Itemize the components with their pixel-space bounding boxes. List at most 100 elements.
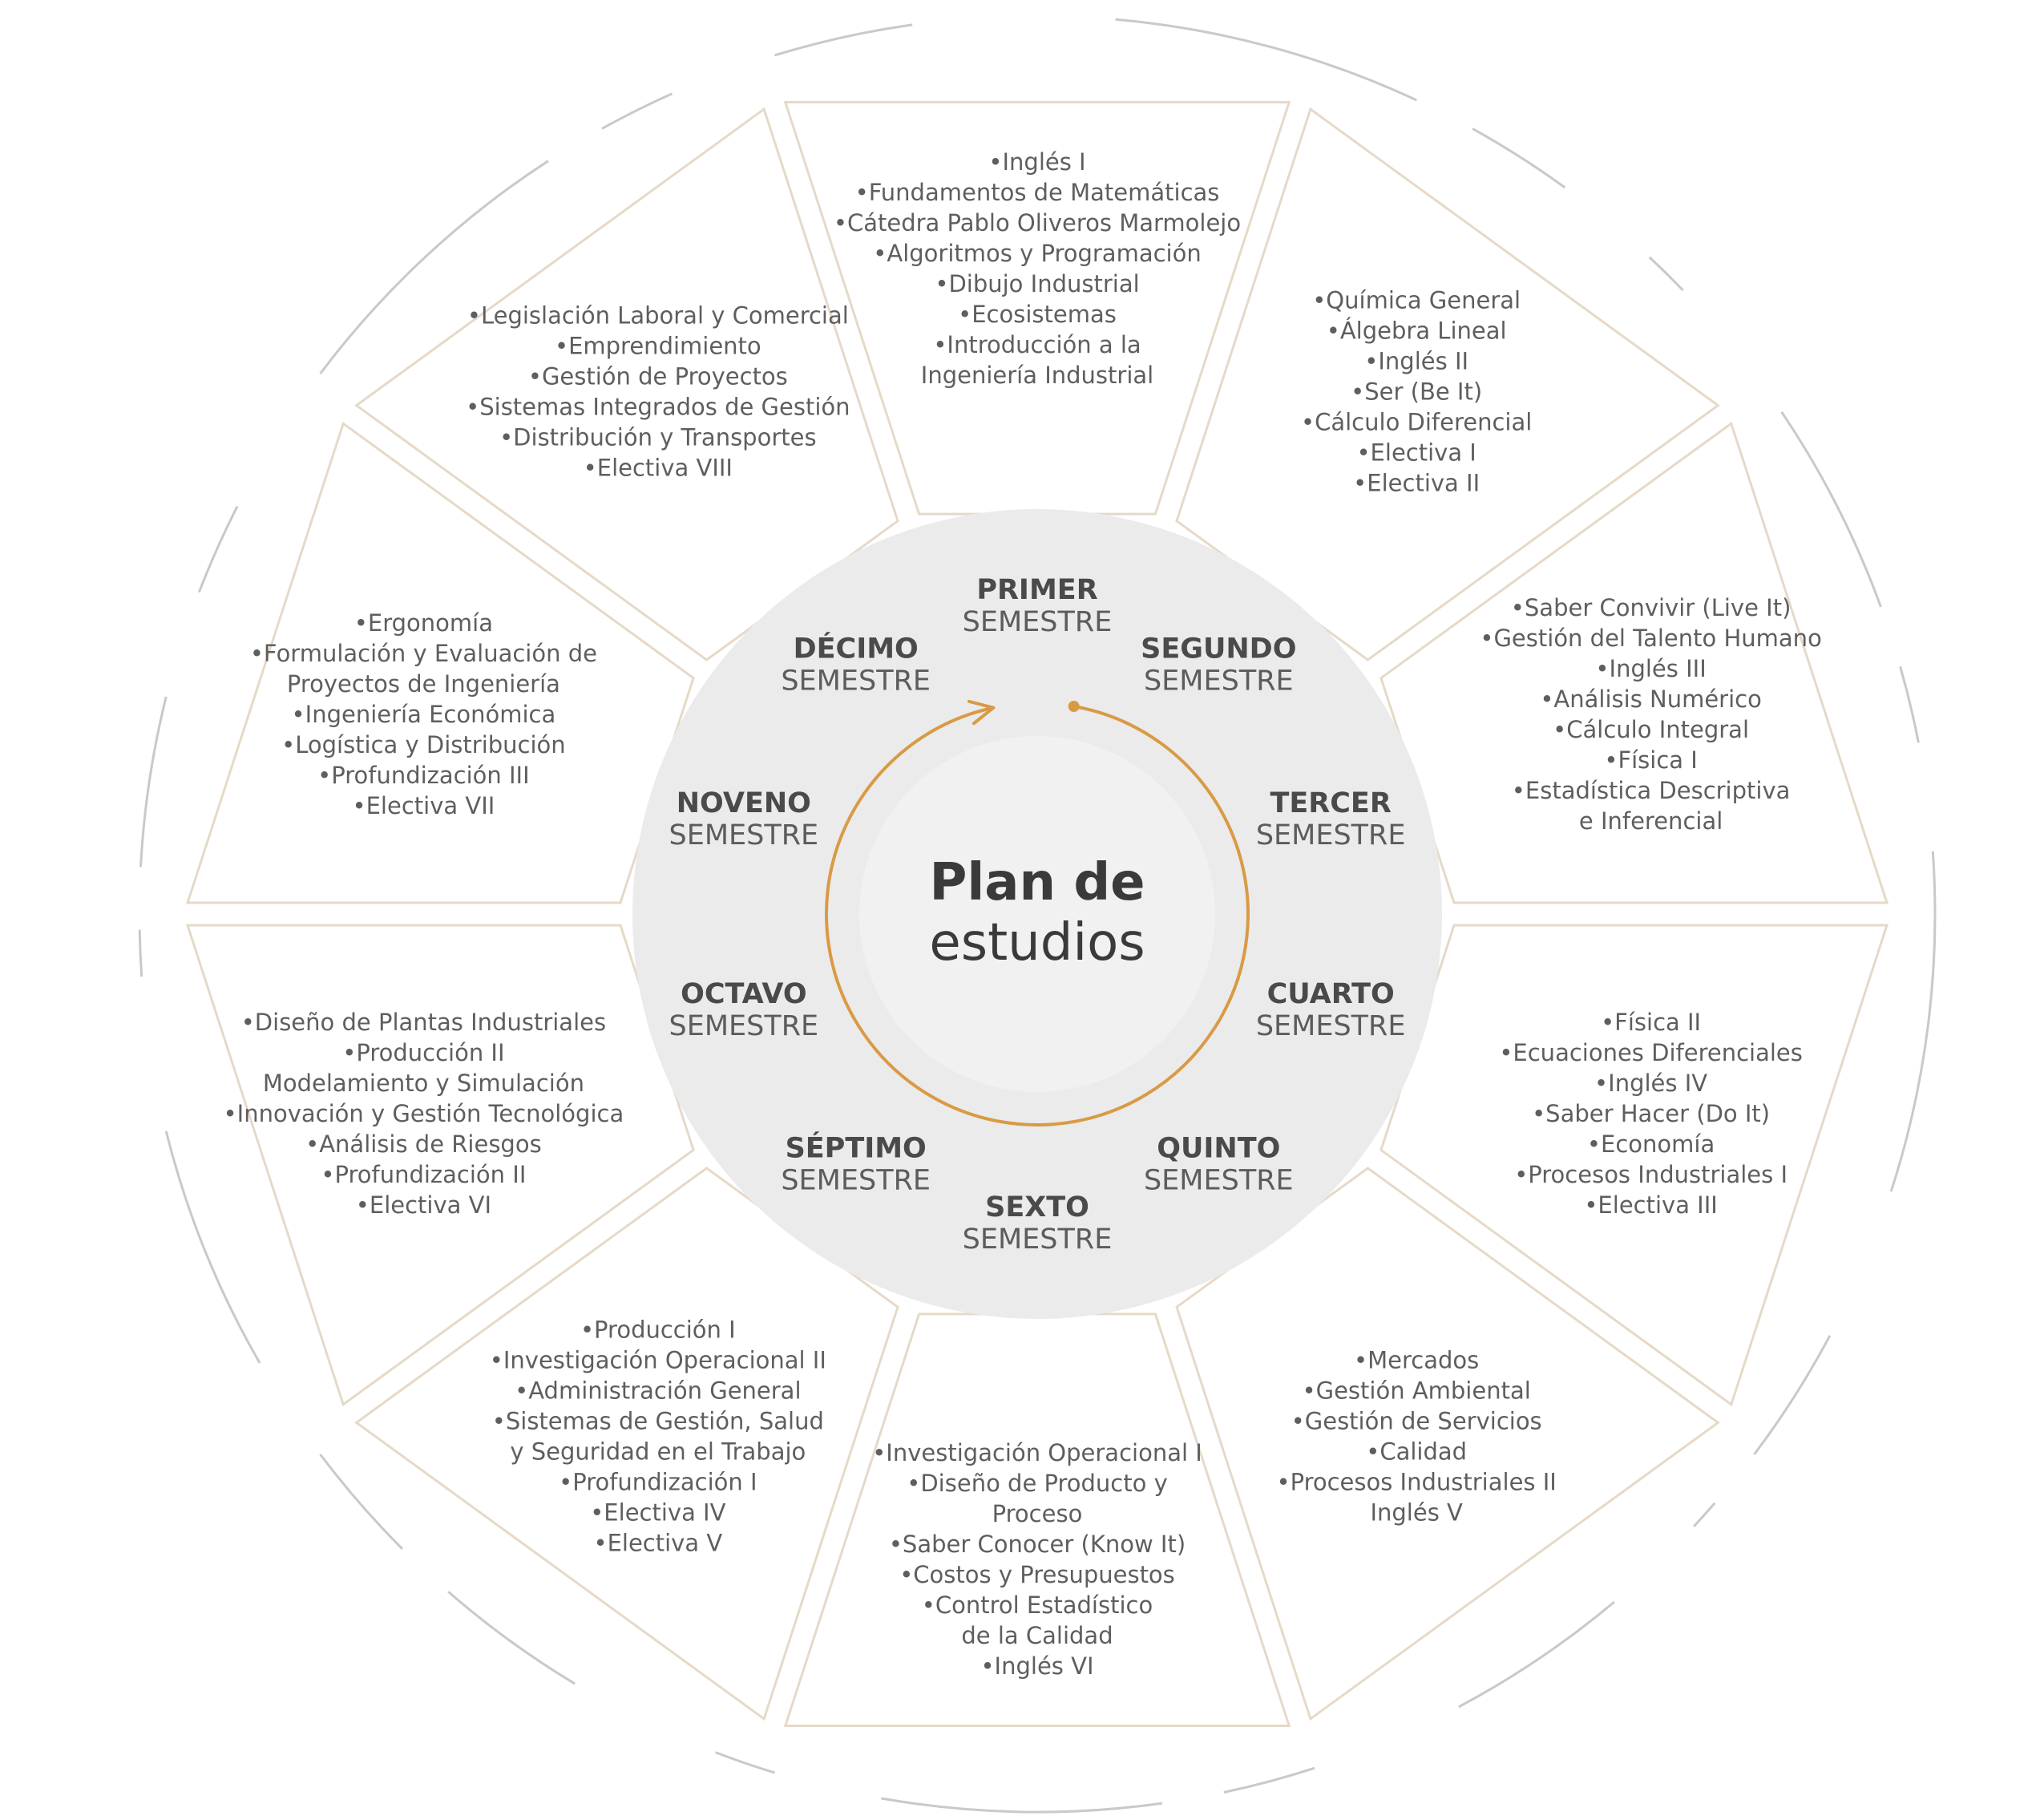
course-item: •Cálculo Integral bbox=[1553, 716, 1749, 743]
course-item: •Electiva I bbox=[1356, 439, 1476, 467]
course-lists: •Inglés I •Fundamentos de Matemáticas •Cát… bbox=[224, 148, 1822, 1680]
outer-dash-arc bbox=[447, 1591, 576, 1685]
course-item: •Gestión de Proyectos bbox=[528, 363, 788, 390]
course-item: Proceso bbox=[992, 1500, 1083, 1527]
outer-dash-arc bbox=[1780, 411, 1882, 608]
course-item: •Control Estadístico bbox=[922, 1591, 1153, 1619]
course-item: •Inglés II bbox=[1364, 348, 1468, 375]
course-item: •Electiva IV bbox=[590, 1498, 725, 1526]
course-item: •Ecuaciones Diferenciales bbox=[1499, 1039, 1803, 1066]
course-item: •Sistemas Integrados de Gestión bbox=[466, 394, 850, 421]
semester-word: SEMESTRE bbox=[1256, 819, 1406, 851]
semester-name: SÉPTIMO bbox=[786, 1130, 927, 1164]
semester-name: NOVENO bbox=[677, 787, 811, 819]
course-item: •Electiva III bbox=[1584, 1191, 1718, 1219]
course-item: •Algoritmos y Programación bbox=[873, 240, 1201, 267]
course-item: y Seguridad en el Trabajo bbox=[510, 1438, 806, 1465]
course-item: •Profundización II bbox=[321, 1161, 526, 1188]
course-list-2: •Química General •Álgebra Lineal •Inglés I… bbox=[1301, 287, 1532, 497]
course-item: Modelamiento y Simulación bbox=[263, 1070, 584, 1097]
course-item: •Física I bbox=[1604, 746, 1698, 774]
course-item: •Álgebra Lineal bbox=[1327, 317, 1507, 345]
course-item: •Electiva VIII bbox=[584, 455, 733, 482]
outer-dash-arc bbox=[1753, 1335, 1832, 1455]
course-item: •Física II bbox=[1601, 1009, 1701, 1036]
semester-name: SEXTO bbox=[985, 1191, 1089, 1223]
course-item: •Saber Convivir (Live It) bbox=[1511, 594, 1792, 621]
semester-segments bbox=[185, 101, 1889, 1727]
outer-dash-arc bbox=[197, 505, 239, 593]
outer-dash-arc bbox=[319, 160, 549, 374]
cycle-arrow-start-dot bbox=[1068, 700, 1080, 712]
outer-dash-arc bbox=[601, 92, 673, 130]
course-item: •Saber Conocer (Know It) bbox=[889, 1531, 1186, 1558]
course-list-1: •Inglés I •Fundamentos de Matemáticas •Cát… bbox=[834, 148, 1241, 389]
course-item: •Calidad bbox=[1366, 1438, 1467, 1465]
semester-word: SEMESTRE bbox=[963, 606, 1113, 638]
cycle-arrow bbox=[825, 699, 1250, 1126]
course-item: •Química General bbox=[1312, 287, 1521, 314]
course-item: •Inglés III bbox=[1595, 655, 1706, 682]
course-list-4: •Física II •Ecuaciones Diferenciales •Ingl… bbox=[1499, 1009, 1803, 1219]
course-item: •Electiva V bbox=[593, 1529, 722, 1556]
center-title-line1: Plan de bbox=[929, 853, 1145, 912]
semester-word: SEMESTRE bbox=[1256, 1010, 1406, 1042]
semester-labels: PRIMERSEMESTRESEGUNDOSEMESTRETERCERSEMES… bbox=[669, 574, 1405, 1256]
course-item: •Cátedra Pablo Oliveros Marmolejo bbox=[834, 209, 1241, 237]
outer-dash-arc bbox=[1693, 1502, 1716, 1527]
outer-dash-arc bbox=[319, 1454, 404, 1551]
outer-dash-arc bbox=[1899, 665, 1920, 743]
course-item: •Saber Hacer (Do It) bbox=[1532, 1100, 1770, 1127]
course-item: •Inglés IV bbox=[1594, 1070, 1707, 1097]
semester-word: SEMESTRE bbox=[1144, 665, 1294, 698]
course-item: •Economía bbox=[1587, 1130, 1715, 1158]
outer-dash-arc bbox=[138, 929, 143, 977]
center-title-line2: estudios bbox=[929, 913, 1145, 973]
course-list-5: •Mercados•Gestión Ambiental•Gestión de S… bbox=[1276, 1346, 1556, 1526]
semester-word: SEMESTRE bbox=[781, 665, 931, 698]
outer-dash-arc bbox=[164, 1130, 261, 1364]
semester-word: SEMESTRE bbox=[963, 1223, 1113, 1256]
outer-dash-arc bbox=[139, 696, 168, 868]
course-item: •Inglés I bbox=[988, 148, 1085, 176]
semester-word: SEMESTRE bbox=[781, 1164, 931, 1196]
outer-dash-arc bbox=[881, 1797, 1163, 1814]
course-list-8: •Diseño de Plantas Industriales•Producci… bbox=[224, 1009, 624, 1219]
semester-name: QUINTO bbox=[1157, 1132, 1280, 1164]
course-item: •Sistemas de Gestión, Salud bbox=[492, 1407, 824, 1434]
course-item: •Distribución y Transportes bbox=[499, 424, 817, 451]
course-item: •Fundamentos de Matemáticas bbox=[855, 179, 1220, 206]
course-item: •Legislación Laboral y Comercial bbox=[467, 302, 849, 330]
course-item: •Investigación Operacional II bbox=[490, 1346, 826, 1373]
course-list-9: •Ergonomía•Formulación y Evaluación dePr… bbox=[250, 609, 597, 819]
course-item: Ingeniería Industrial bbox=[921, 362, 1153, 389]
course-item: •Procesos Industriales I bbox=[1514, 1161, 1787, 1188]
course-item: •Gestión Ambiental bbox=[1303, 1377, 1531, 1404]
course-item: •Producción I bbox=[580, 1316, 736, 1343]
course-item: •Procesos Industriales II bbox=[1276, 1468, 1556, 1495]
course-list-6: •Investigación Operacional I•Diseño de P… bbox=[872, 1439, 1202, 1680]
semester-name: CUARTO bbox=[1267, 978, 1395, 1010]
course-item: •Electiva II bbox=[1353, 470, 1480, 497]
course-item: Inglés V bbox=[1370, 1498, 1463, 1526]
semester-word: SEMESTRE bbox=[1144, 1164, 1294, 1196]
course-item: •Administración General bbox=[515, 1377, 801, 1404]
outer-dash-arc bbox=[1115, 18, 1417, 102]
outer-dash-arc bbox=[715, 1751, 775, 1774]
course-list-10: •Legislación Laboral y Comercial•Emprend… bbox=[466, 302, 850, 482]
course-item: •Profundización I bbox=[559, 1468, 757, 1495]
course-item: •Ecosistemas bbox=[958, 301, 1117, 328]
outer-dash-arc bbox=[1889, 851, 1937, 1192]
outer-dash-arc bbox=[1648, 256, 1684, 292]
outer-dash-arc bbox=[1458, 1600, 1615, 1709]
course-item: •Gestión del Talento Humano bbox=[1480, 625, 1821, 652]
course-item: •Análisis Numérico bbox=[1540, 686, 1762, 713]
course-item: •Ergonomía bbox=[354, 609, 493, 637]
course-item: •Innovación y Gestión Tecnológica bbox=[224, 1100, 624, 1127]
course-item: •Diseño de Plantas Industriales bbox=[241, 1009, 606, 1036]
course-item: •Estadística Descriptiva bbox=[1512, 777, 1791, 804]
semester-name: SEGUNDO bbox=[1141, 633, 1296, 665]
outer-dashed-ring bbox=[138, 18, 1937, 1814]
